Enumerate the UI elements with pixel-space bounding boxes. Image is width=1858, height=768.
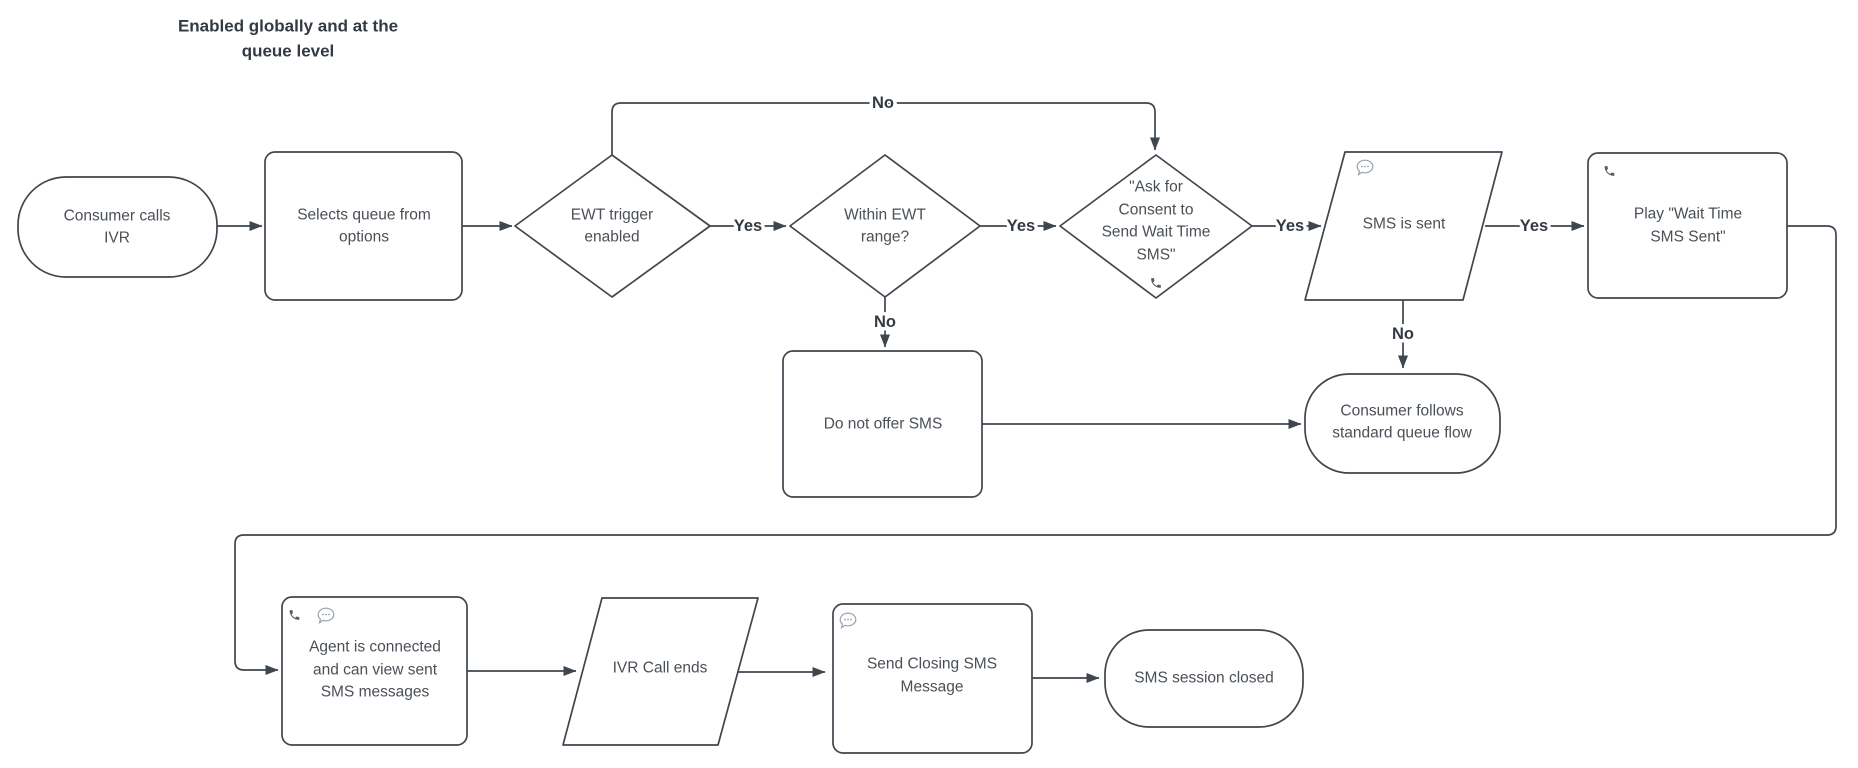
node-selects-queue: Selects queue from options: [264, 151, 463, 301]
node-label: Send Closing SMS: [867, 656, 997, 673]
node-sms-is-sent: SMS is sent: [1304, 151, 1503, 301]
edge-label-no: No: [1392, 325, 1414, 343]
decision-shape: [789, 154, 981, 298]
node-label: Do not offer SMS: [824, 416, 943, 433]
node-label: SMS messages: [321, 684, 430, 701]
data-shape: [1304, 151, 1503, 301]
node-label: standard queue flow: [1332, 425, 1472, 442]
node-label: options: [339, 229, 389, 246]
node-within-ewt-range: Within EWT range?: [789, 154, 981, 298]
node-label: Consent to: [1119, 202, 1194, 219]
data-shape: [562, 597, 759, 746]
process-shape: [832, 603, 1033, 754]
edge-label-yes: Yes: [734, 217, 762, 235]
edge-labels: Yes Yes Yes Yes No No No: [730, 91, 1551, 347]
node-agent-connected: Agent is connected and can view sent SMS…: [281, 596, 468, 746]
node-label: Send Wait Time: [1102, 224, 1211, 241]
process-shape: [281, 596, 468, 746]
process-shape: [264, 151, 463, 301]
node-label: SMS is sent: [1363, 216, 1446, 233]
terminator-shape: [1104, 629, 1304, 728]
diagram-title-line: queue level: [242, 42, 335, 61]
node-sms-session-closed: SMS session closed: [1104, 629, 1304, 728]
process-shape: [782, 350, 983, 498]
terminator-shape: [17, 176, 218, 278]
edges: [217, 102, 1837, 683]
node-label: Message: [901, 679, 964, 696]
node-label: "Ask for: [1129, 179, 1183, 196]
node-label: Consumer calls: [64, 208, 171, 225]
decision-shape: [1059, 154, 1253, 299]
node-label: SMS Sent": [1650, 229, 1725, 246]
edge-ewt-no-to-consent: [611, 102, 1160, 155]
process-shape: [1587, 152, 1788, 299]
node-label: IVR: [104, 230, 130, 247]
node-label: Play "Wait Time: [1634, 206, 1742, 223]
node-label: Consumer follows: [1340, 403, 1463, 420]
diagram-title: Enabled globally and at the queue level: [178, 17, 398, 61]
nodes: Consumer calls IVR Selects queue from op…: [17, 151, 1788, 754]
node-consumer-calls-ivr: Consumer calls IVR: [17, 176, 218, 278]
node-label: SMS session closed: [1134, 670, 1274, 687]
edge-label-yes: Yes: [1520, 217, 1548, 235]
node-label: IVR Call ends: [613, 660, 708, 677]
node-label: Agent is connected: [309, 639, 441, 656]
node-label: and can view sent: [313, 662, 438, 679]
edge-label-yes: Yes: [1276, 217, 1304, 235]
node-ask-consent: "Ask for Consent to Send Wait Time SMS": [1059, 154, 1253, 299]
node-ivr-call-ends: IVR Call ends: [562, 597, 759, 746]
diagram-title-line: Enabled globally and at the: [178, 17, 398, 36]
node-send-closing-sms: Send Closing SMS Message: [832, 603, 1033, 754]
node-play-wait-time: Play "Wait Time SMS Sent": [1587, 152, 1788, 299]
terminator-shape: [1304, 373, 1501, 474]
node-label: range?: [861, 229, 910, 246]
edge-label-no: No: [872, 94, 894, 112]
decision-shape: [514, 154, 711, 298]
edge-label-no: No: [874, 313, 896, 331]
node-label: Within EWT: [844, 207, 926, 224]
node-do-not-offer-sms: Do not offer SMS: [782, 350, 983, 498]
edge-label-yes: Yes: [1007, 217, 1035, 235]
edge-play-return-to-agent: [234, 225, 1837, 675]
node-label: Selects queue from: [297, 207, 431, 224]
node-label: SMS": [1136, 247, 1175, 264]
node-standard-queue-flow: Consumer follows standard queue flow: [1304, 373, 1501, 474]
node-ewt-trigger-enabled: EWT trigger enabled: [514, 154, 711, 298]
node-label: EWT trigger: [571, 207, 653, 224]
node-label: enabled: [584, 229, 639, 246]
